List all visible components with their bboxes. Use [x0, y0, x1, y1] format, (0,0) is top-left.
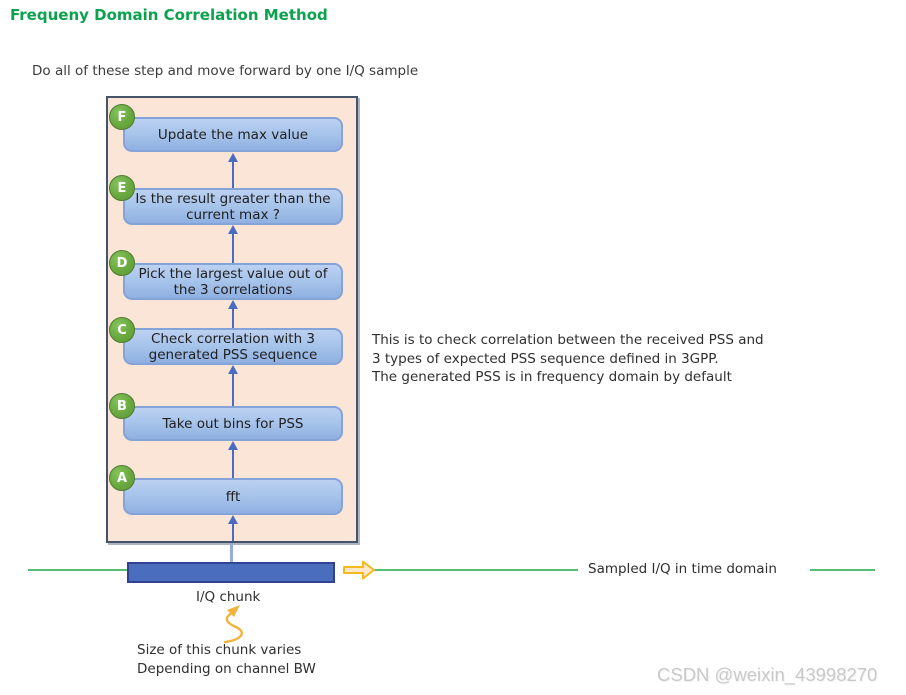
watermark: CSDN @weixin_43998270 [657, 664, 878, 685]
arrow-up-icon [228, 153, 238, 188]
flow-step-badge-e: E [109, 175, 135, 201]
flow-step-label: Check correlation with 3 generated PSS s… [148, 330, 318, 363]
flow-step-badge-b: B [109, 393, 135, 419]
chunk-size-note: Size of this chunk varies Depending on c… [137, 642, 316, 677]
flow-step-d: Pick the largest value out of the 3 corr… [123, 263, 343, 300]
iq-chunk-label: I/Q chunk [196, 589, 261, 605]
chunk-size-arrow-icon [223, 605, 243, 644]
flow-step-c: Check correlation with 3 generated PSS s… [123, 328, 343, 365]
forward-arrow-icon [343, 560, 375, 580]
flow-step-badge-f: F [109, 104, 135, 130]
iq-timeline-line-right [810, 569, 875, 571]
iq-timeline-line-mid [373, 569, 578, 571]
flow-step-label: Update the max value [157, 126, 309, 143]
flow-step-label: Pick the largest value out of the 3 corr… [138, 265, 328, 298]
flow-step-badge-d: D [109, 250, 135, 276]
flow-step-label: Take out bins for PSS [162, 415, 304, 432]
flow-step-f: Update the max value [123, 117, 343, 152]
subtitle: Do all of these step and move forward by… [32, 63, 419, 79]
arrow-up-icon [228, 365, 238, 406]
iq-chunk-bar [127, 562, 335, 583]
flow-step-a: fft [123, 478, 343, 515]
flow-step-badge-c: C [109, 317, 135, 343]
flow-step-e: Is the result greater than the current m… [123, 188, 343, 225]
arrow-up-icon [228, 441, 238, 478]
iq-timeline-line-left [28, 569, 127, 571]
flow-step-label: Is the result greater than the current m… [135, 190, 331, 223]
page-title: Frequeny Domain Correlation Method [10, 6, 328, 24]
pss-annotation: This is to check correlation between the… [372, 332, 764, 385]
arrow-up-icon [228, 225, 238, 263]
flow-step-badge-a: A [109, 465, 135, 491]
arrow-up-icon [228, 515, 238, 541]
flow-step-label: fft [225, 488, 241, 505]
flowchart-container: Update the max value F Is the result gre… [106, 96, 358, 543]
chunk-connector-line [230, 543, 233, 563]
flow-step-b: Take out bins for PSS [123, 406, 343, 441]
arrow-up-icon [228, 300, 238, 328]
sampled-iq-label: Sampled I/Q in time domain [588, 561, 777, 577]
